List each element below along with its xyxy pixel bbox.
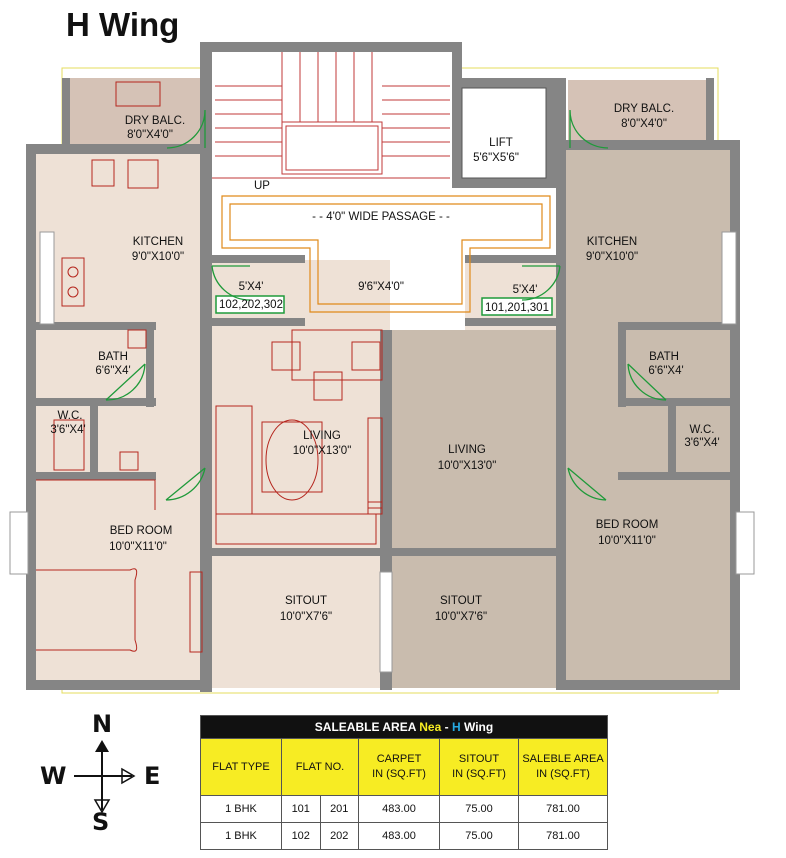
up-label: UP (254, 180, 270, 192)
dry-balc-left-name: DRY BALC. (125, 115, 185, 127)
wing-title: H Wing (66, 6, 180, 43)
stair-floor (210, 50, 460, 190)
table-row: 1 BHK 101 201 483.00 75.00 781.00 (200, 795, 608, 823)
living-left-name: LIVING (303, 430, 341, 442)
kitchen-right-size: 9'0"X10'0" (586, 251, 638, 263)
staircase (212, 52, 450, 179)
sitout-left-name: SITOUT (285, 595, 327, 607)
living-right-name: LIVING (448, 444, 486, 456)
lobby-left-size: 5'X4' (239, 281, 264, 293)
sitout-right-name: SITOUT (440, 595, 482, 607)
right-flat-floor (388, 80, 738, 688)
bed-left-name: BED ROOM (110, 525, 173, 537)
wc-right-size: 3'6"X4' (684, 437, 719, 449)
saleable-area-table: SALEABLE AREA Nea - H Wing FLAT TYPE FLA… (200, 715, 608, 850)
compass-west: W (40, 762, 67, 790)
kitchen-left-size: 9'0"X10'0" (132, 251, 184, 263)
compass-rose: N S E W (40, 710, 172, 838)
bed-right-name: BED ROOM (596, 519, 659, 531)
passage-outline (221, 195, 551, 313)
compass-east: E (144, 762, 161, 790)
bath-left-size: 6'6"X4' (95, 365, 130, 377)
wc-right-name: W.C. (690, 424, 715, 436)
passage-label: - - 4'0" WIDE PASSAGE - - (312, 211, 450, 223)
lobby-tag-right (481, 297, 553, 316)
lift-size: 5'6"X5'6" (473, 152, 519, 164)
compass-north: N (92, 710, 113, 738)
dry-balc-left-size: 8'0"X4'0" (127, 129, 173, 141)
room-labels: DRY BALC. 8'0"X4'0" DRY BALC. 8'0"X4'0" … (50, 103, 719, 623)
lobby-tag-left (215, 295, 285, 314)
living-left-size: 10'0"X13'0" (293, 445, 352, 457)
sitout-right-size: 10'0"X7'6" (435, 611, 487, 623)
bed-left-size: 10'0"X11'0" (109, 541, 167, 553)
col-flat-type: FLAT TYPE (200, 738, 282, 796)
lobby-right-size: 5'X4' (513, 284, 538, 296)
bath-left-name: BATH (98, 351, 128, 363)
table-row: 1 BHK 102 202 483.00 75.00 781.00 (200, 822, 608, 850)
doors (105, 109, 667, 501)
kitchen-right-name: KITCHEN (587, 236, 637, 248)
col-flat-no: FLAT NO. (281, 738, 359, 796)
lobby-left-flats: 102,202,302 (219, 299, 283, 311)
bath-right-size: 6'6"X4' (648, 365, 683, 377)
table-heading: SALEABLE AREA Nea - H Wing (200, 715, 608, 739)
left-furniture (36, 81, 383, 653)
dry-balc-right-size: 8'0"X4'0" (621, 118, 667, 130)
living-right-size: 10'0"X13'0" (438, 460, 497, 472)
passage-size: 9'6"X4'0" (358, 281, 404, 293)
lift-name: LIFT (489, 137, 513, 149)
dry-balc-right-name: DRY BALC. (614, 103, 674, 115)
walls (26, 42, 740, 692)
compass-south: S (92, 808, 110, 836)
compass-arrows-icon (74, 740, 136, 814)
bed-right-size: 10'0"X11'0" (598, 535, 656, 547)
bath-right-name: BATH (649, 351, 679, 363)
wc-left-name: W.C. (58, 410, 83, 422)
windows (9, 231, 755, 673)
floor-plan: DRY BALC. 8'0"X4'0" DRY BALC. 8'0"X4'0" … (9, 42, 755, 694)
lobby-right-flats: 101,201,301 (485, 302, 549, 314)
table-heading-row: SALEABLE AREA Nea - H Wing (200, 715, 608, 739)
kitchen-left-name: KITCHEN (133, 236, 183, 248)
wc-left-size: 3'6"X4' (50, 424, 85, 436)
passage-floor (210, 190, 560, 260)
lift-shaft (461, 87, 547, 179)
sitout-left-size: 10'0"X7'6" (280, 611, 332, 623)
